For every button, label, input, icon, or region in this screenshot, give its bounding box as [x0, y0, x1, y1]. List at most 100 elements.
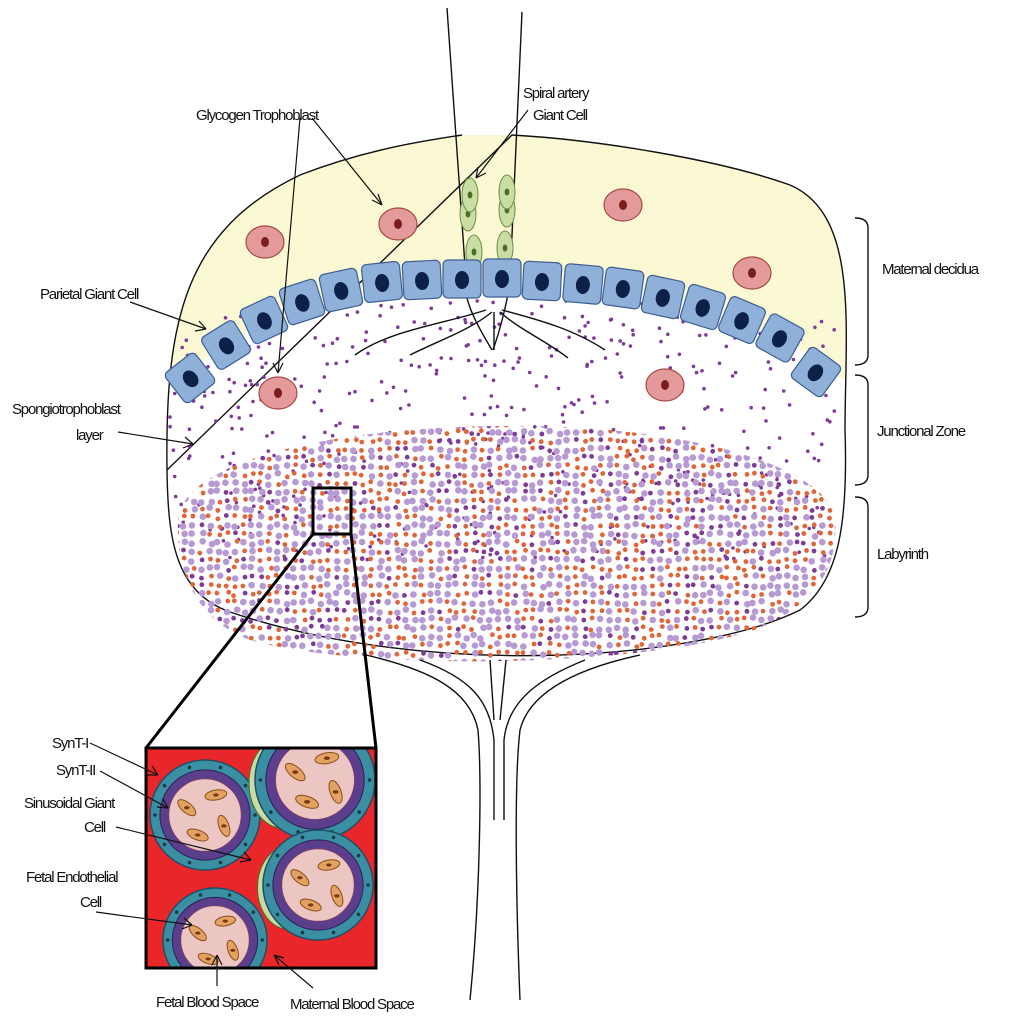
labyrinth-dot — [698, 488, 705, 495]
spongio-dot — [610, 318, 614, 322]
labyrinth-dot — [511, 487, 518, 494]
labyrinth-dot — [752, 505, 757, 510]
labyrinth-dot — [623, 592, 630, 599]
labyrinth-dot — [248, 619, 253, 624]
labyrinth-dot — [243, 514, 248, 519]
labyrinth-dot — [318, 566, 325, 573]
labyrinth-dot — [555, 660, 562, 667]
labyrinth-dot — [616, 551, 621, 556]
labyrinth-dot — [700, 508, 705, 513]
labyrinth-dot — [683, 473, 690, 480]
labyrinth-dot — [720, 575, 725, 580]
labyrinth-dot — [395, 652, 400, 657]
labyrinth-dot — [394, 454, 399, 459]
labyrinth-dot — [387, 532, 394, 539]
labyrinth-dot — [379, 540, 384, 545]
labyrinth-dot — [377, 512, 384, 519]
labyrinth-dot — [344, 558, 351, 565]
labyrinth-dot — [465, 531, 470, 536]
labyrinth-dot — [411, 540, 418, 547]
labyrinth-dot — [352, 471, 357, 476]
labyrinth-dot — [497, 635, 502, 640]
labyrinth-dot — [614, 625, 621, 632]
labyrinth-dot — [707, 589, 714, 596]
labyrinth-dot — [350, 456, 357, 463]
labyrinth-dot — [320, 660, 325, 665]
labyrinth-dot — [217, 617, 222, 622]
labyrinth-dot — [836, 658, 843, 665]
labyrinth-dot — [513, 659, 518, 664]
labyrinth-dot — [805, 643, 810, 648]
labyrinth-dot — [477, 482, 484, 489]
labyrinth-dot — [598, 437, 603, 442]
synt-nucleus — [259, 778, 263, 782]
spongio-dot — [528, 371, 532, 375]
spongio-dot — [240, 427, 244, 431]
parietal-giant-cell — [443, 260, 481, 298]
labyrinth-dot — [258, 634, 265, 641]
labyrinth-dot — [513, 667, 520, 674]
labyrinth-dot — [259, 574, 264, 579]
spongio-dot — [591, 395, 595, 399]
labyrinth-dot — [624, 514, 631, 521]
labyrinth-dot — [744, 462, 751, 469]
labyrinth-dot — [293, 530, 300, 537]
spongio-dot — [811, 432, 815, 436]
spiral-giant-cell-label: Giant Cell — [533, 107, 588, 124]
labyrinth-dot — [591, 565, 596, 570]
labyrinth-dot — [521, 616, 526, 621]
labyrinth-dot — [724, 515, 731, 522]
labyrinth-dot — [596, 649, 603, 656]
labyrinth-dot — [521, 669, 528, 676]
labyrinth-dot — [580, 581, 587, 588]
spongio-dot — [491, 301, 495, 305]
labyrinth-dot — [487, 505, 494, 512]
labyrinth-dot — [396, 565, 401, 570]
labyrinth-dot — [523, 473, 528, 478]
labyrinth-dot — [565, 462, 570, 467]
parietal-giant-cell — [522, 261, 562, 301]
labyrinth-dot — [274, 499, 281, 506]
labyrinth-dot — [435, 427, 442, 434]
labyrinth-dot — [275, 455, 282, 462]
labyrinth-dot — [428, 599, 433, 604]
spongio-dot — [262, 375, 266, 379]
labyrinth-dot — [370, 523, 377, 530]
synt-nucleus — [366, 883, 370, 887]
labyrinth-dot — [293, 609, 298, 614]
labyrinth-dot — [801, 531, 806, 536]
labyrinth-dot — [511, 599, 518, 606]
labyrinth-dot — [393, 505, 398, 510]
endothelial-nucleus — [304, 800, 310, 804]
labyrinth-dot — [273, 652, 280, 659]
labyrinth-dot — [385, 550, 390, 555]
labyrinth-dot — [281, 496, 288, 503]
labyrinth-dot — [796, 619, 801, 624]
labyrinth-dot — [667, 539, 672, 544]
labyrinth-dot — [724, 576, 729, 581]
labyrinth-dot — [642, 506, 647, 511]
labyrinth-dot — [299, 643, 306, 650]
labyrinth-dot — [479, 497, 484, 502]
labyrinth-dot — [387, 557, 392, 562]
labyrinth-dot — [345, 472, 350, 477]
labyrinth-dot — [744, 650, 751, 657]
labyrinth-dot — [385, 652, 392, 659]
labyrinth-dot — [208, 488, 215, 495]
spongio-dot — [698, 334, 702, 338]
labyrinth-dot — [487, 481, 492, 486]
labyrinth-dot — [718, 515, 725, 522]
labyrinth-dot — [566, 539, 571, 544]
labyrinth-dot — [633, 461, 640, 468]
spiral-giant-nucleus — [505, 189, 510, 196]
labyrinth-dot — [369, 583, 374, 588]
labyrinth-dot — [546, 428, 553, 435]
labyrinth-dot — [328, 513, 335, 520]
labyrinth-dot — [750, 523, 757, 530]
labyrinth-dot — [639, 642, 644, 647]
labyrinth-dot — [241, 563, 248, 570]
labyrinth-dot — [285, 667, 290, 672]
labyrinth-dot — [428, 652, 435, 659]
labyrinth-dot — [583, 599, 588, 604]
labyrinth-dot — [655, 669, 662, 676]
